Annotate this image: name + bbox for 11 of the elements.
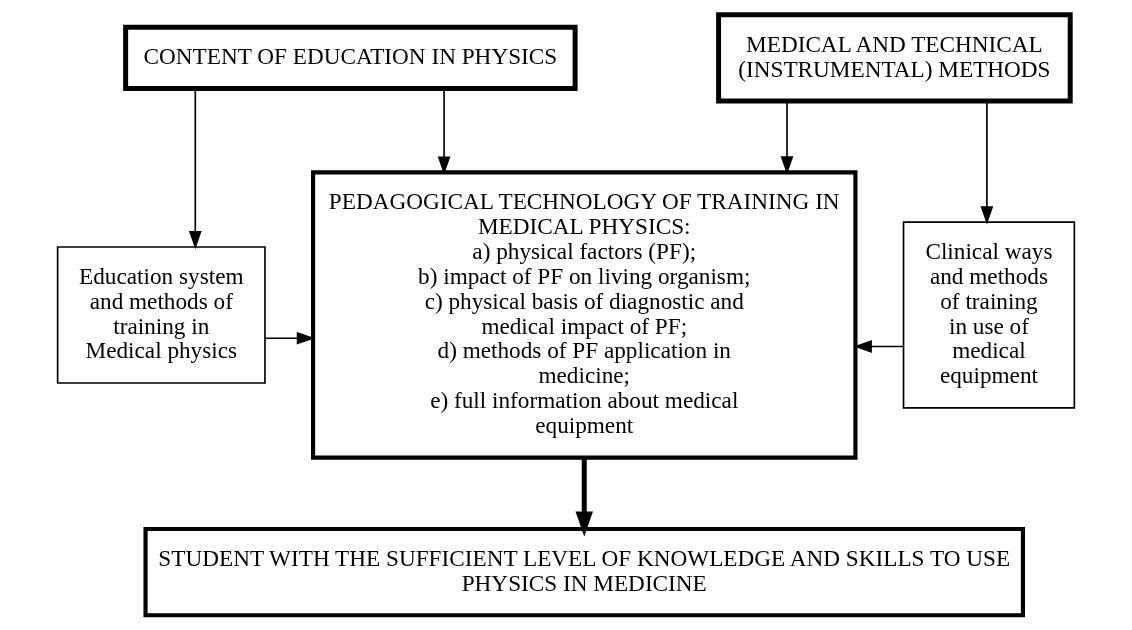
node-box: Clinical ways and methods of training in use of medical equipment (902, 221, 1076, 409)
node-box: PEDAGOGICAL TECHNOLOGY OF TRAINING IN MEDICAL PHYSICS: a) physical factors (PF); b) impact of PF on living organism; c) physical basis of diagnostic and medical impact of PF; d) methods of PF application in medicine; e) full information about medical equipment (311, 170, 858, 460)
arrow (188, 88, 202, 250)
node-box: CONTENT OF EDUCATION IN PHYSICS (123, 24, 578, 92)
arrow (575, 457, 593, 537)
arrow (980, 100, 994, 225)
arrow (780, 100, 794, 175)
node-box: Education system and methods of training in Medical physics (56, 246, 266, 384)
node-box: MEDICAL AND TECHNICAL (INSTRUMENTAL) METHODS (716, 12, 1073, 104)
arrow (437, 88, 451, 175)
node-box: STUDENT WITH THE SUFFICIENT LEVEL OF KNOWLEDGE AND SKILLS TO USE PHYSICS IN MEDICINE (143, 526, 1026, 618)
